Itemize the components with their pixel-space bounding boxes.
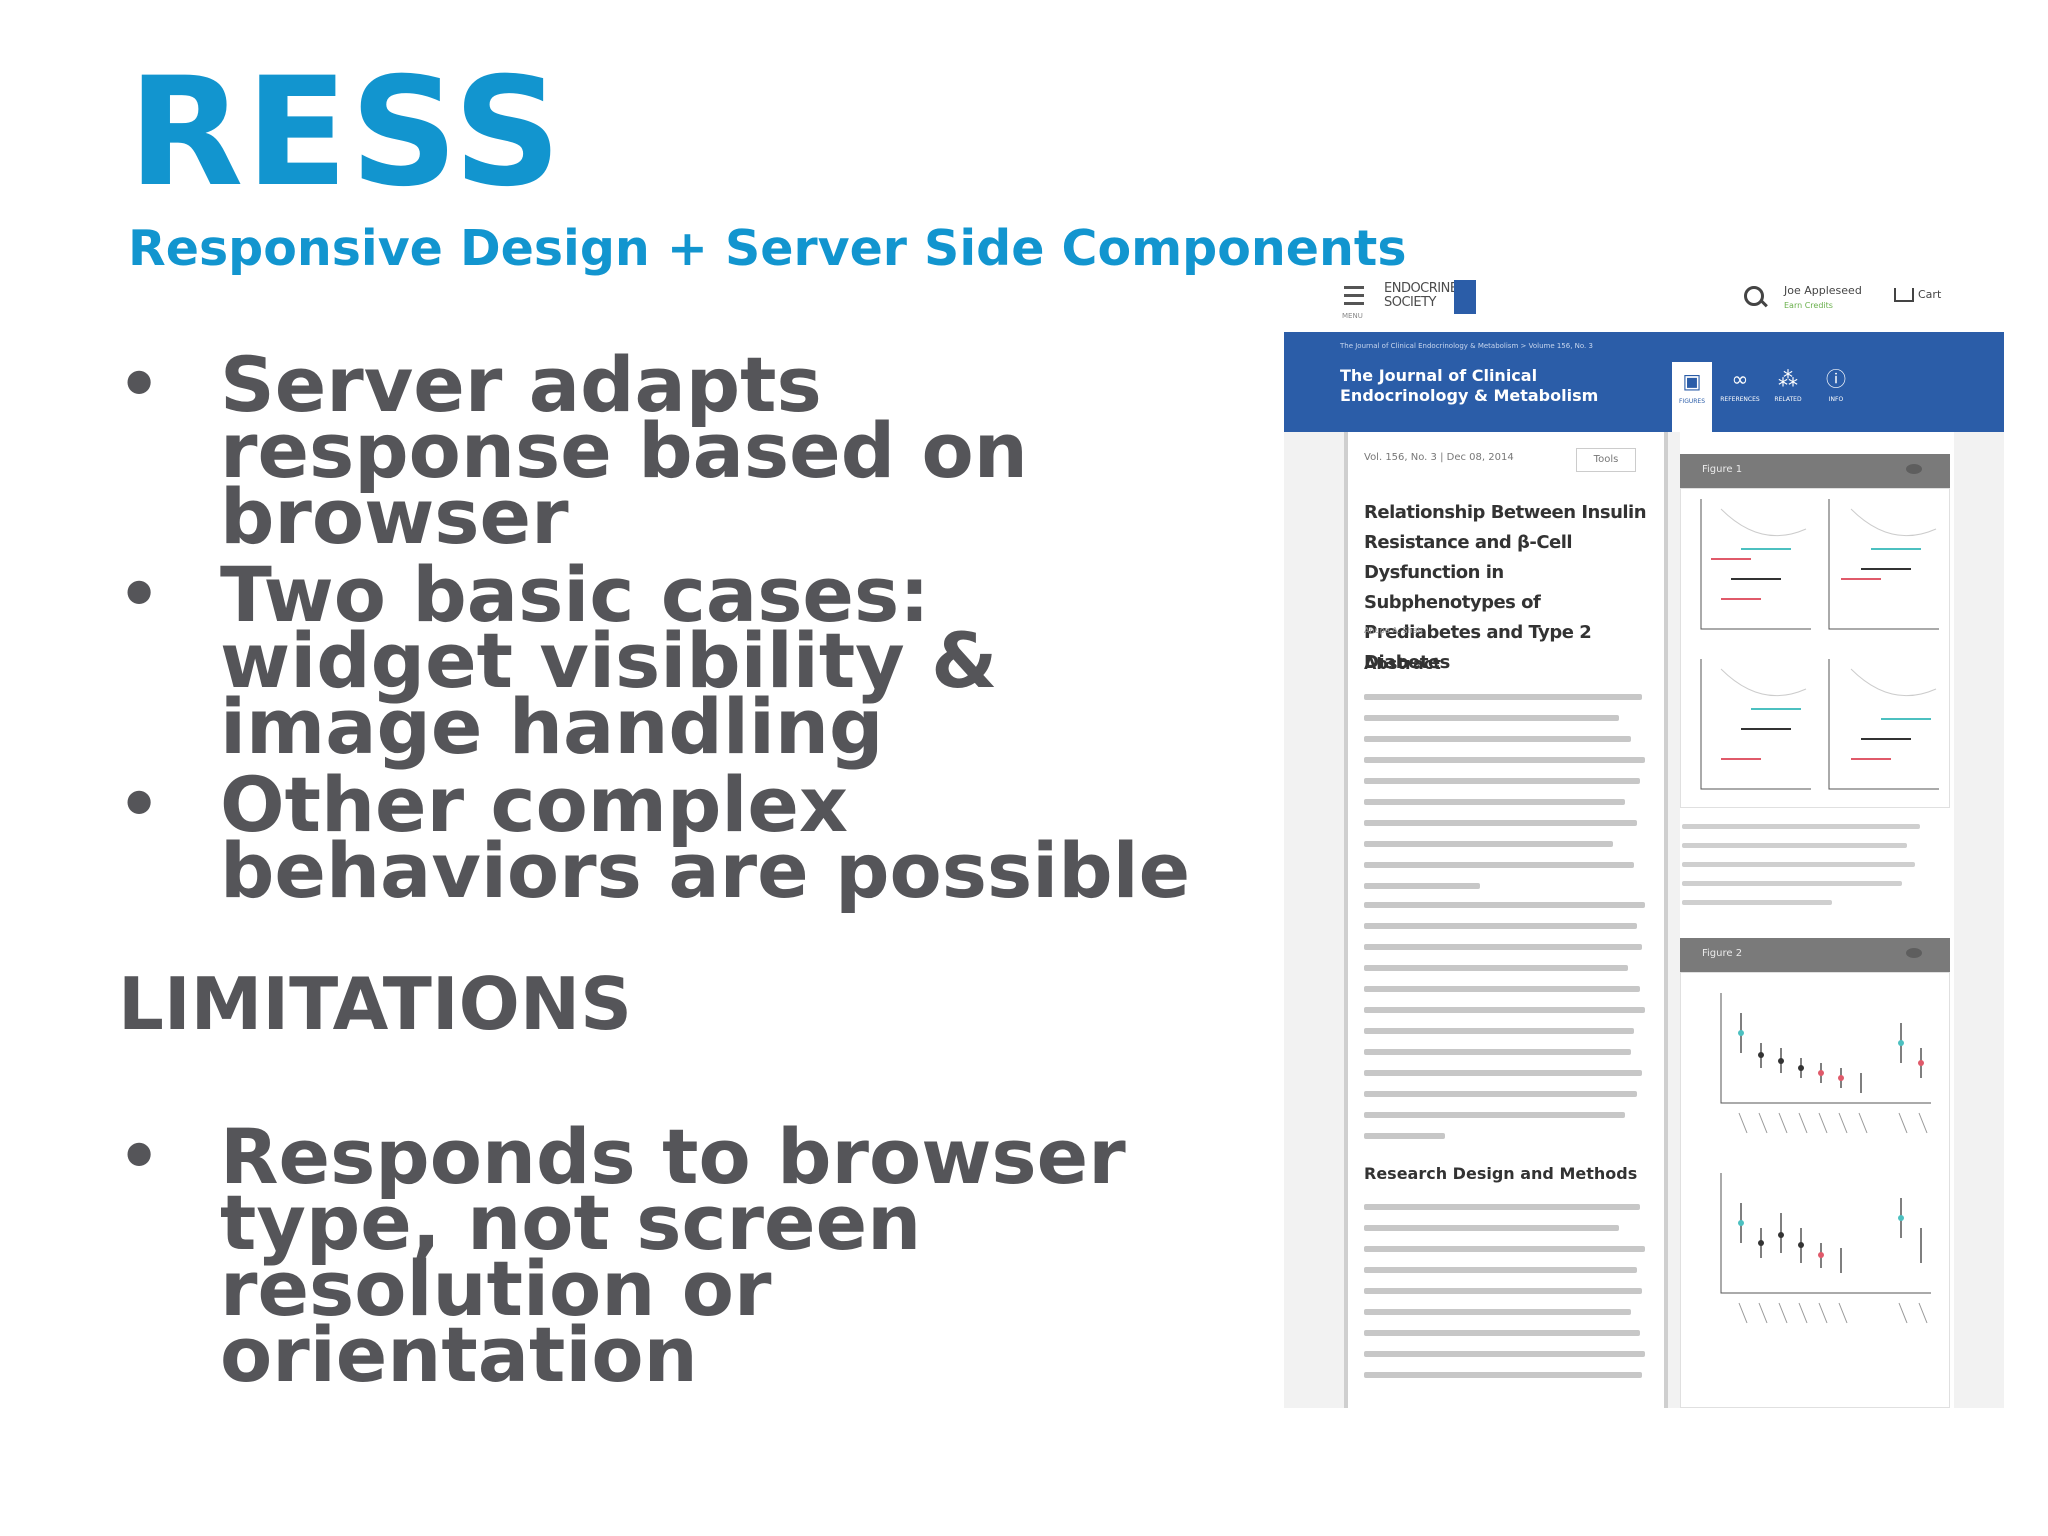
logo-mark-icon — [1454, 280, 1476, 314]
figure-label: Figure 2 — [1702, 948, 1743, 959]
figure-2-image[interactable] — [1680, 972, 1950, 1408]
tab-related[interactable]: ⁂ RELATED — [1768, 368, 1808, 403]
limitations-heading: LIMITATIONS — [118, 962, 632, 1046]
journal-title[interactable]: The Journal of Clinical Endocrinology & … — [1340, 366, 1599, 405]
abstract-heading: Abstract — [1364, 654, 1441, 673]
slide-subtitle: Responsive Design + Server Side Componen… — [128, 220, 1407, 277]
limitation-item: • Responds to browser type, not screen r… — [118, 1112, 1238, 1399]
tools-button[interactable]: Tools — [1576, 448, 1636, 472]
cart-icon[interactable] — [1894, 288, 1914, 302]
menu-label: MENU — [1342, 312, 1363, 320]
tab-label: REFERENCES — [1720, 396, 1760, 403]
bullet-dot: • — [118, 346, 161, 423]
figures-column: Figure 1 — [1680, 432, 1954, 1408]
bullet-text: Two basic cases: widget visibility & ima… — [220, 550, 998, 771]
abstract-text — [1364, 902, 1654, 1154]
figure-header: Figure 2 — [1680, 938, 1950, 972]
figure-1-caption — [1682, 824, 1932, 919]
methods-text — [1364, 1204, 1654, 1393]
breadcrumb[interactable]: The Journal of Clinical Endocrinology & … — [1340, 342, 1593, 350]
tab-references[interactable]: ∞ REFERENCES — [1720, 368, 1760, 403]
view-icon[interactable] — [1906, 948, 1922, 958]
search-icon[interactable] — [1744, 286, 1764, 306]
info-icon: ⓘ — [1826, 367, 1846, 391]
figure-label: Figure 1 — [1702, 464, 1743, 475]
bullet-item: • Two basic cases: widget visibility & i… — [118, 550, 1238, 771]
user-name: Joe Appleseed — [1784, 284, 1862, 297]
abstract-text — [1364, 694, 1654, 904]
article-column: Vol. 156, No. 3 | Dec 08, 2014 Tools Rel… — [1344, 432, 1668, 1408]
figures-icon: ▣ — [1682, 369, 1702, 393]
tab-info[interactable]: ⓘ INFO — [1816, 368, 1856, 403]
bullet-text: Server adapts response based on browser — [220, 340, 1028, 561]
tab-figures[interactable]: ▣ FIGURES — [1672, 362, 1712, 432]
site-header: MENU ENDOCRINE SOCIETY Joe Appleseed Ear… — [1284, 268, 2004, 333]
figure-header: Figure 1 — [1680, 454, 1950, 488]
bullet-item: • Other complex behaviors are possible — [118, 760, 1238, 915]
menu-icon[interactable] — [1344, 286, 1364, 306]
user-account[interactable]: Joe Appleseed Earn Credits — [1784, 284, 1862, 310]
tab-label: RELATED — [1774, 396, 1802, 403]
bullet-dot: • — [118, 1118, 161, 1195]
article-author[interactable]: Anupa A. Shah — [1364, 626, 1423, 635]
cart-link[interactable]: Cart — [1918, 288, 1942, 301]
article-meta: Vol. 156, No. 3 | Dec 08, 2014 — [1364, 452, 1514, 463]
tab-label: FIGURES — [1678, 398, 1706, 405]
bullet-text: Other complex behaviors are possible — [220, 760, 1191, 915]
logo[interactable]: ENDOCRINE SOCIETY — [1384, 281, 1458, 310]
bullet-dot: • — [118, 556, 161, 633]
bullet-dot: • — [118, 766, 161, 843]
methods-heading: Research Design and Methods — [1364, 1164, 1638, 1183]
slide-title: RESS — [128, 46, 564, 220]
figure-1-image[interactable] — [1680, 488, 1950, 808]
journal-banner: The Journal of Clinical Endocrinology & … — [1284, 332, 2004, 432]
view-icon[interactable] — [1906, 464, 1922, 474]
link-icon: ∞ — [1731, 367, 1749, 391]
network-icon: ⁂ — [1778, 367, 1798, 391]
user-status: Earn Credits — [1784, 301, 1833, 310]
figure-2-plot — [1720, 993, 1931, 1324]
article-title: Relationship Between Insulin Resistance … — [1364, 502, 1647, 673]
figure-1-plot — [1700, 499, 1939, 790]
tab-label: INFO — [1828, 396, 1844, 403]
bullet-text: Responds to browser type, not screen res… — [220, 1112, 1126, 1399]
website-screenshot: MENU ENDOCRINE SOCIETY Joe Appleseed Ear… — [1284, 268, 2004, 1408]
bullet-item: • Server adapts response based on browse… — [118, 340, 1238, 561]
